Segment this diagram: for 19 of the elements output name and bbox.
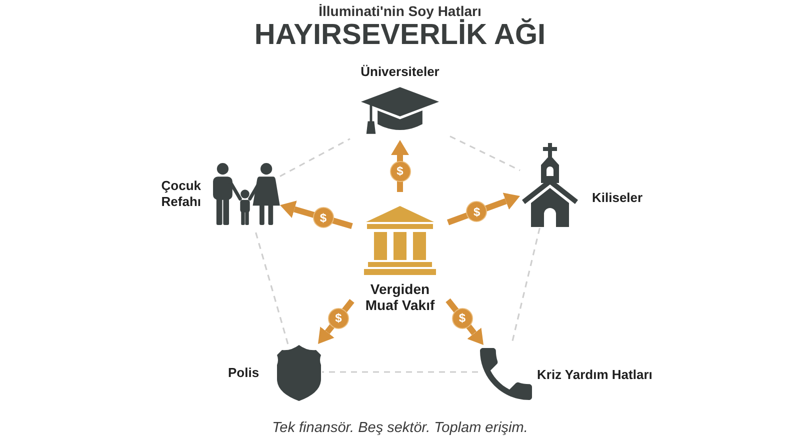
node-label: Çocuk Refahı (160, 178, 201, 210)
node-label: Kiliseler (592, 190, 643, 206)
edge-label: $ (328, 308, 349, 329)
node-label: Kriz Yardım Hatları (537, 367, 652, 383)
subtitle: İlluminati'nin Soy Hatları (318, 3, 482, 19)
dashed-line (322, 371, 478, 373)
edge-label: $ (466, 201, 488, 222)
arrow (280, 200, 353, 229)
edge-label: $ (452, 308, 473, 329)
edge-label: $ (390, 160, 410, 182)
arrow (446, 192, 520, 226)
dashed-line (450, 136, 520, 172)
node-label: Vergiden Muaf Vakıf (364, 281, 436, 313)
caption: Tek finansör. Beş sektör. Toplam erişim. (272, 419, 528, 437)
node-label: Polis (228, 365, 260, 381)
edge-label: $ (312, 207, 334, 228)
title: HAYIRSEVERLİK AĞI (254, 19, 546, 51)
node-label: Üniversiteler (360, 64, 440, 80)
dashed-line (280, 138, 350, 177)
